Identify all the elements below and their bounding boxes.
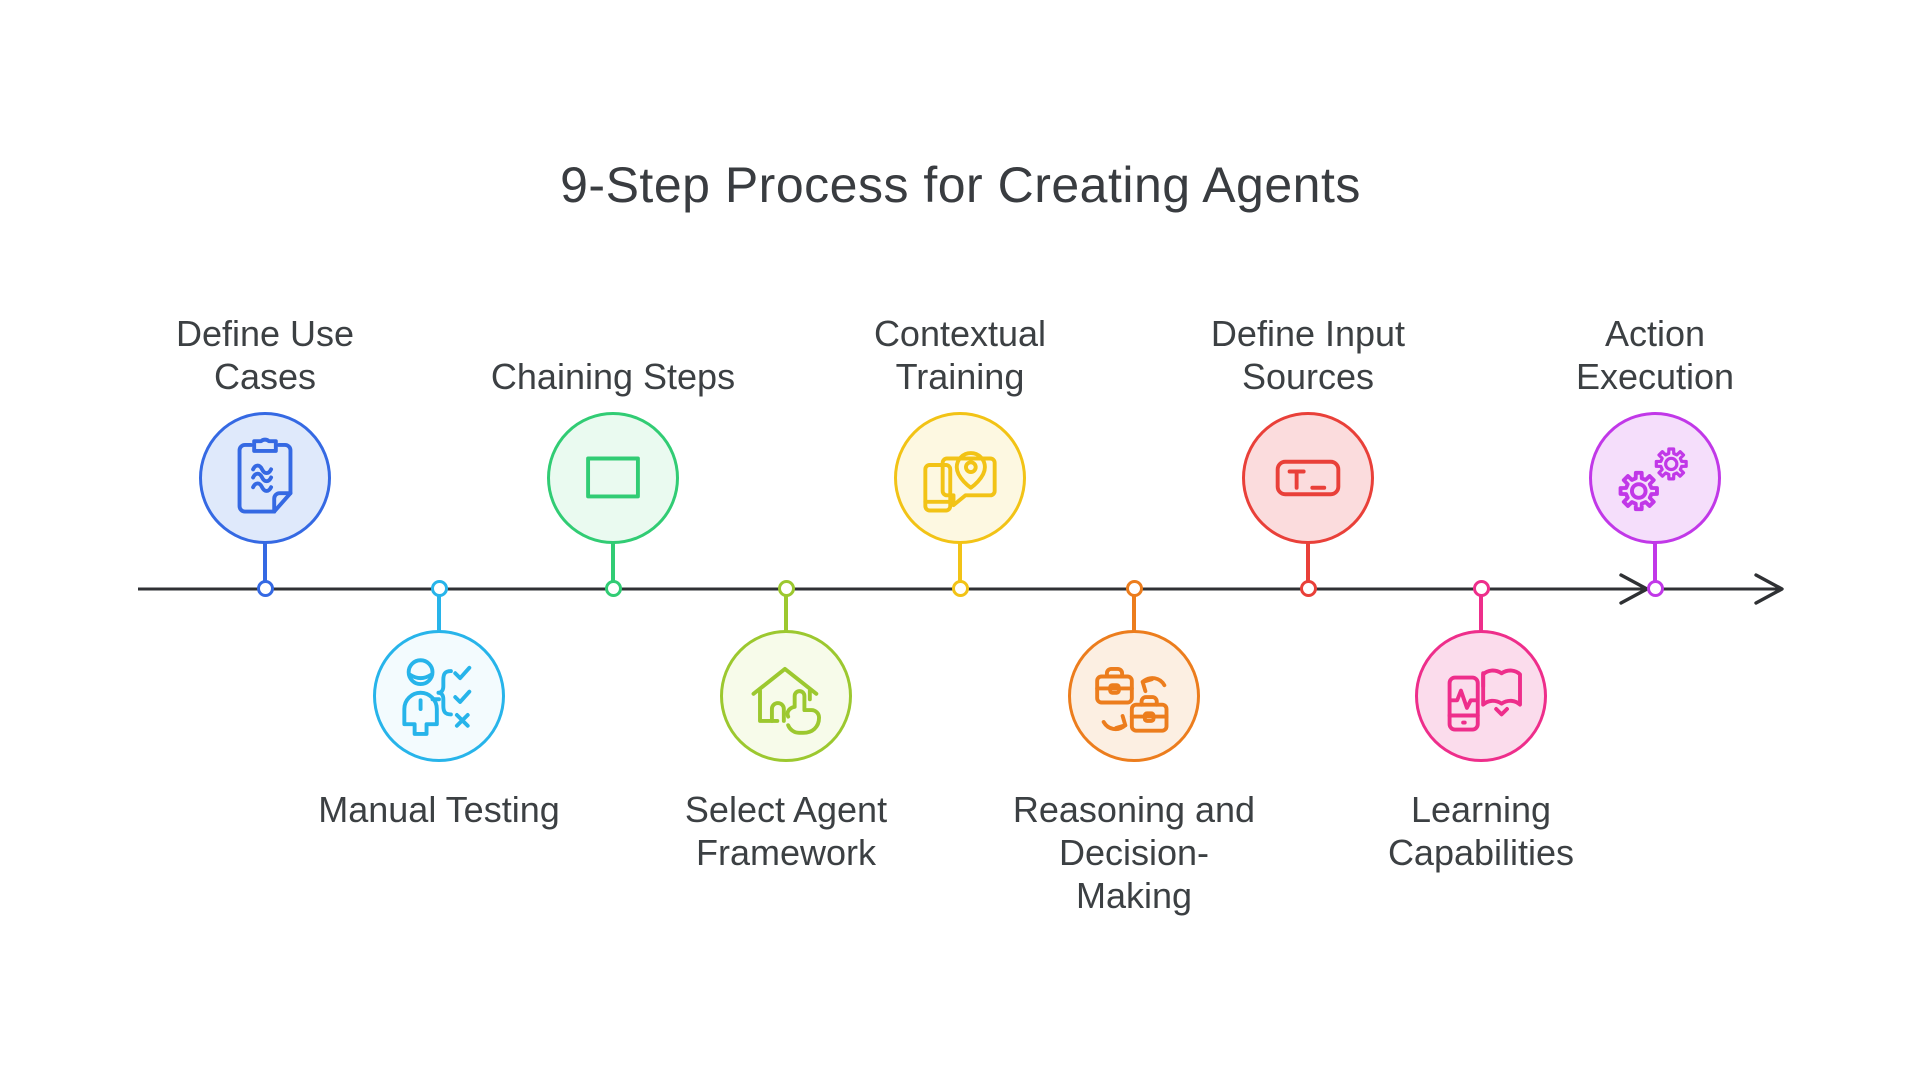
step-label: Define Use Cases bbox=[175, 313, 355, 397]
step-connector-stem bbox=[437, 596, 441, 631]
step-circle bbox=[894, 412, 1026, 544]
step-circle bbox=[1415, 630, 1547, 762]
step-connector-dot bbox=[1646, 580, 1664, 597]
arrow-head-icon bbox=[1754, 573, 1784, 605]
text-input-icon bbox=[1275, 459, 1341, 497]
step-connector-dot bbox=[777, 580, 795, 597]
step-circle bbox=[547, 412, 679, 544]
step-label: Reasoning and Decision- Making bbox=[1012, 789, 1256, 916]
step-connector-dot bbox=[604, 580, 622, 597]
step-circle bbox=[199, 412, 331, 544]
rectangle-icon bbox=[586, 456, 640, 499]
step-reasoning-decision-making: Reasoning and Decision- Making bbox=[964, 0, 1304, 1080]
step-connector-stem bbox=[1306, 543, 1310, 582]
step-label: Chaining Steps bbox=[490, 356, 736, 397]
step-label: Select Agent Framework bbox=[684, 789, 888, 873]
step-circle bbox=[1068, 630, 1200, 762]
phone-book-icon bbox=[1447, 668, 1522, 732]
step-circle bbox=[373, 630, 505, 762]
step-circle bbox=[1589, 412, 1721, 544]
step-manual-testing: Manual Testing bbox=[269, 0, 609, 1080]
step-connector-dot bbox=[1125, 580, 1143, 597]
step-connector-dot bbox=[951, 580, 969, 597]
step-label: Action Execution bbox=[1575, 313, 1735, 397]
briefcase-swap-icon bbox=[1095, 666, 1169, 733]
step-connector-stem bbox=[958, 543, 962, 582]
step-connector-dot bbox=[256, 580, 274, 597]
step-connector-dot bbox=[1299, 580, 1317, 597]
step-contextual-training: Contextual Training bbox=[790, 0, 1130, 1080]
diagram-title: 9-Step Process for Creating Agents bbox=[560, 157, 1361, 213]
step-learning-capabilities: Learning Capabilities bbox=[1311, 0, 1651, 1080]
house-select-icon bbox=[751, 666, 821, 735]
step-define-use-cases: Define Use Cases bbox=[95, 0, 435, 1080]
step-connector-dot bbox=[430, 580, 448, 597]
step-connector-dot bbox=[1472, 580, 1490, 597]
step-connector-stem bbox=[784, 596, 788, 631]
step-circle bbox=[720, 630, 852, 762]
step-label: Contextual Training bbox=[873, 313, 1047, 397]
step-connector-stem bbox=[263, 543, 267, 582]
step-connector-stem bbox=[1653, 543, 1657, 582]
step-connector-stem bbox=[1479, 596, 1483, 631]
step-action-execution: Action Execution bbox=[1485, 0, 1825, 1080]
step-select-agent-framework: Select Agent Framework bbox=[616, 0, 956, 1080]
step-chaining-steps: Chaining Steps bbox=[443, 0, 783, 1080]
step-label: Learning Capabilities bbox=[1387, 789, 1575, 873]
clipboard-icon bbox=[237, 437, 293, 514]
step-define-input-sources: Define Input Sources bbox=[1138, 0, 1478, 1080]
step-connector-stem bbox=[1132, 596, 1136, 631]
step-circle bbox=[1242, 412, 1374, 544]
person-checklist-icon bbox=[402, 658, 472, 736]
location-chat-icon bbox=[923, 451, 997, 513]
step-label: Manual Testing bbox=[318, 789, 560, 830]
step-label: Define Input Sources bbox=[1210, 313, 1406, 397]
gears-icon bbox=[1618, 447, 1688, 512]
step-connector-stem bbox=[611, 543, 615, 582]
